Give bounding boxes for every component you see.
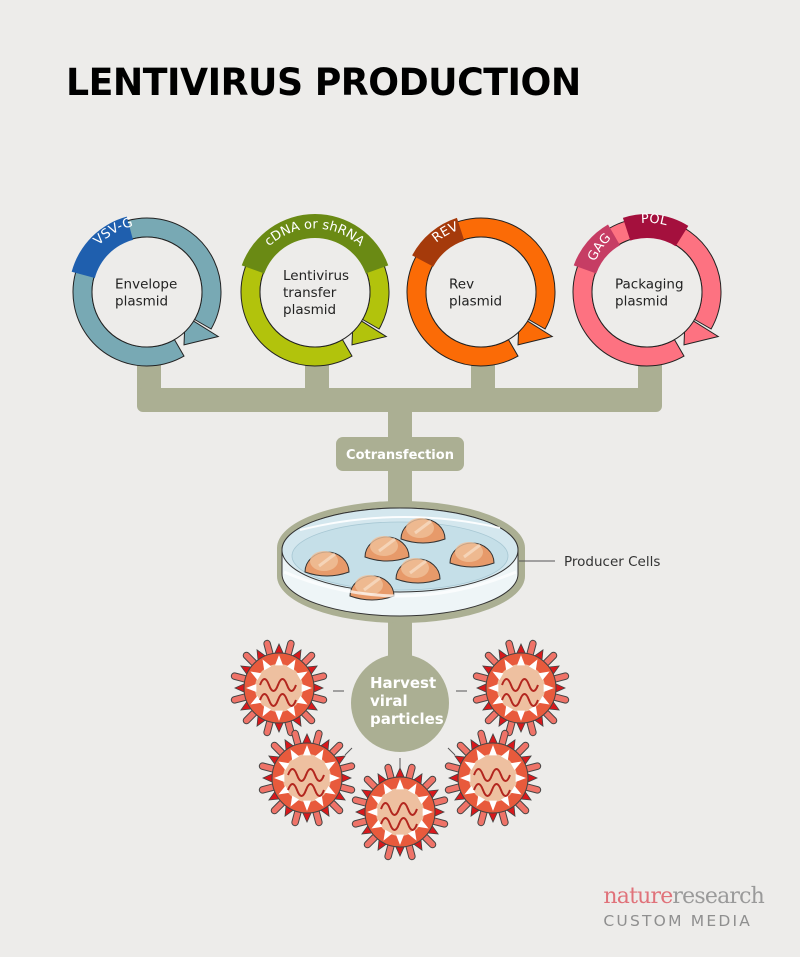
- petri-dish: [277, 501, 525, 623]
- harvest-leaders: [333, 690, 467, 768]
- producer-cell: [400, 518, 446, 544]
- viral-particle-icon: [351, 763, 449, 861]
- gene-segment-gag: [573, 224, 620, 274]
- producer-cell: [304, 551, 350, 577]
- gene-segment-rev: [412, 217, 465, 267]
- brand-nature: nature: [603, 884, 673, 909]
- gene-segment-cdna-or-shrna: [241, 214, 389, 274]
- harvest-step: Harvest viral particles: [351, 654, 449, 752]
- viral-particle-icon: [444, 729, 542, 827]
- brand-logo: natureresearch CUSTOM MEDIA: [603, 884, 764, 931]
- page-title: LENTIVIRUS PRODUCTION: [66, 61, 581, 104]
- gene-segment-pol: [622, 214, 689, 247]
- producer-cell: [449, 542, 495, 568]
- cotransfection-step: Cotransfection: [336, 437, 464, 471]
- producer-cell: [395, 558, 441, 584]
- harvest-line-1: Harvest: [370, 674, 436, 692]
- viral-particle-icon: [230, 639, 328, 737]
- brand-research: research: [672, 884, 764, 909]
- producer-cells-label: Producer Cells: [564, 554, 660, 570]
- harvest-line-2: viral: [370, 692, 408, 710]
- producer-cell: [364, 536, 410, 562]
- gene-segment-vsv-g: [71, 216, 134, 279]
- harvest-line-3: particles: [370, 710, 444, 728]
- brand-custom-media: CUSTOM MEDIA: [603, 912, 753, 930]
- viral-particle-icon: [258, 729, 356, 827]
- viral-particle-icon: [472, 639, 570, 737]
- svg-text:Harvest viral part: Harvest viral particles: [370, 674, 444, 728]
- gene-label: POL: [641, 212, 670, 230]
- cotransfection-label: Cotransfection: [346, 448, 454, 463]
